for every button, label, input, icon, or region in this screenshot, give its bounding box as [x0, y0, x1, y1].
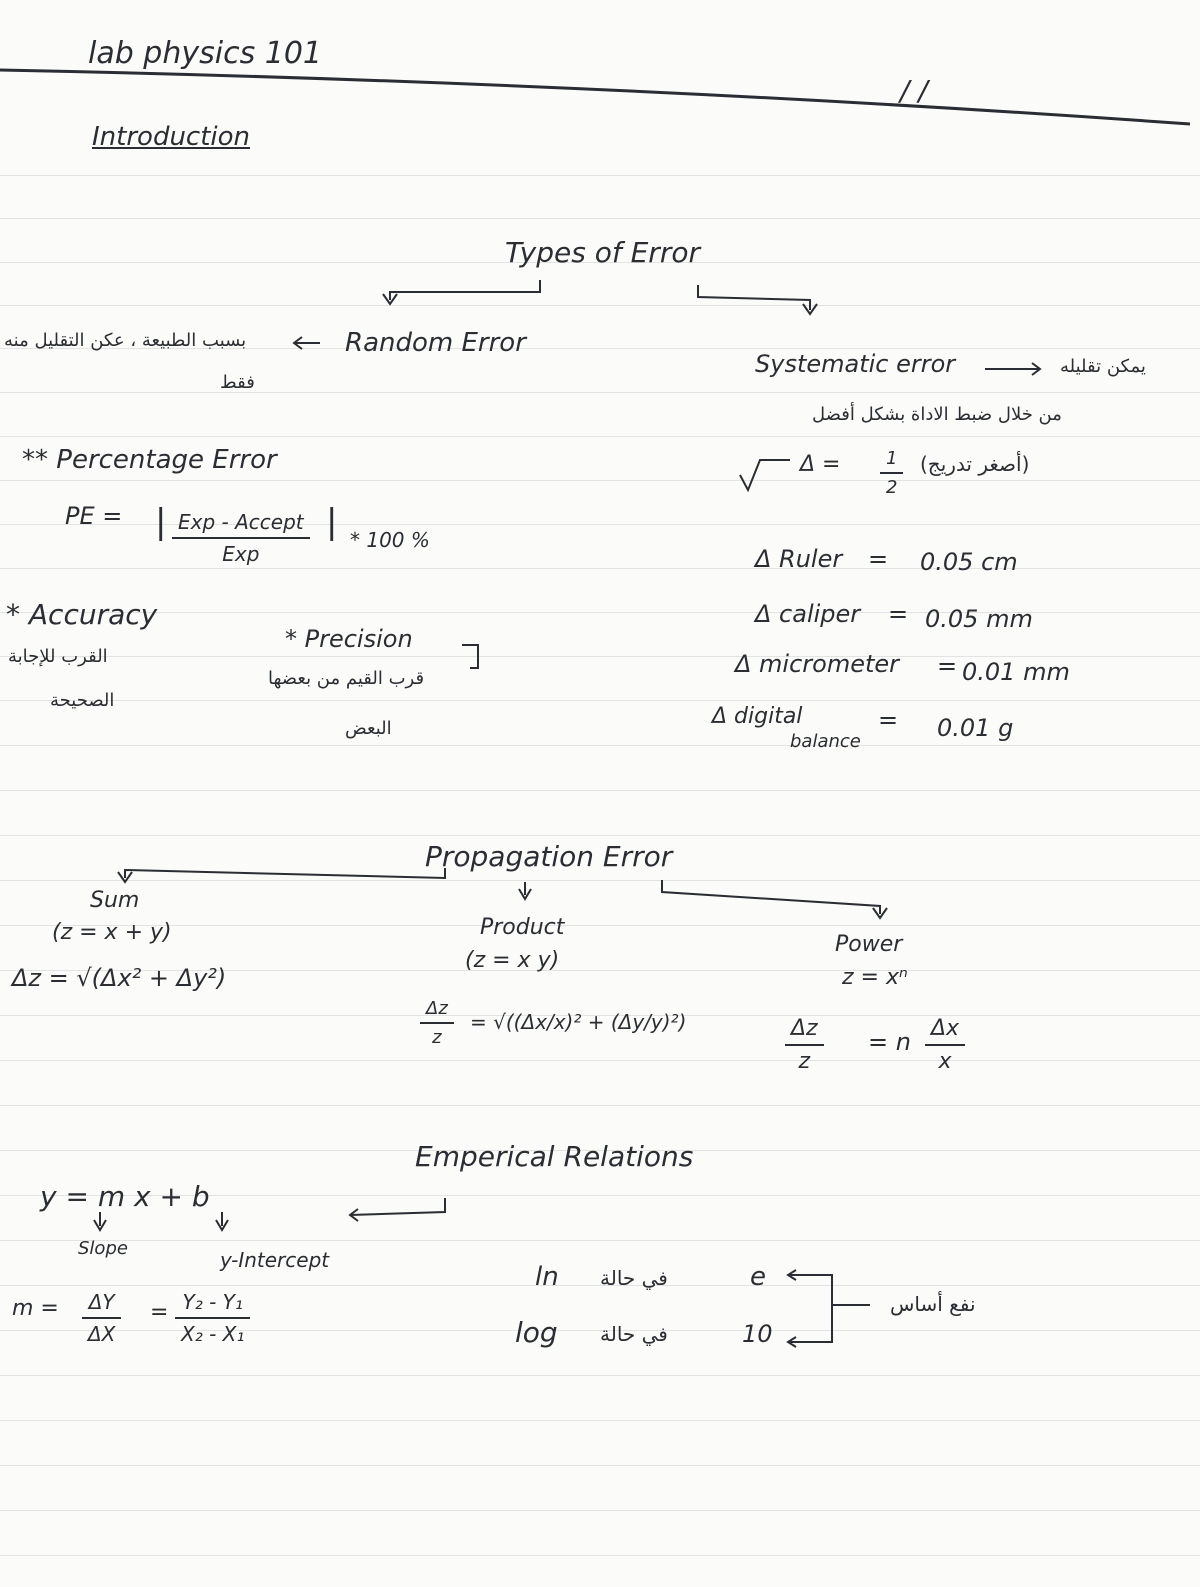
power-rhs-denominator: x: [938, 1049, 952, 1074]
pe-numerator: Exp - Accept: [178, 510, 304, 534]
random-error-label: Random Error: [345, 328, 526, 358]
pe-label: PE =: [65, 502, 123, 530]
log-base: 10: [742, 1320, 773, 1348]
introduction-heading: Introduction: [92, 122, 251, 152]
product-lhs-denominator: z: [432, 1027, 442, 1048]
accuracy-title: * Accuracy: [6, 598, 158, 631]
instrument-value: 0.01 mm: [962, 658, 1070, 686]
product-label: Product: [480, 915, 565, 940]
slope-fraction-2: Y₂ - Y₁ X₂ - X₁: [175, 1290, 251, 1346]
slope-equals: =: [150, 1300, 169, 1325]
base-arabic: نفع أساس: [890, 1292, 976, 1316]
precision-title: * Precision: [285, 625, 413, 653]
power-lhs-numerator: Δz: [791, 1016, 818, 1041]
power-mid: = n: [868, 1028, 911, 1056]
propagation-error-title: Propagation Error: [425, 840, 673, 873]
log-arabic: في حالة: [600, 1322, 668, 1346]
m-label: m =: [12, 1296, 59, 1321]
systematic-error-label: Systematic error: [755, 350, 956, 378]
course-title: lab physics 101: [88, 36, 322, 71]
equals-sign: =: [937, 652, 958, 680]
sum-relation: (z = x + y): [52, 920, 172, 945]
systematic-error-arabic-2: من خلال ضبط الاداة بشكل أفضل: [812, 404, 1062, 425]
ln-label: ln: [535, 1262, 559, 1292]
product-lhs-fraction: Δz z: [420, 998, 454, 1048]
product-formula: = √((Δx/x)² + (Δy/y)²): [470, 1010, 687, 1034]
pe-denominator: Exp: [222, 542, 260, 566]
linear-equation: y = m x + b: [40, 1180, 210, 1213]
abs-bar-left: |: [155, 502, 167, 542]
percentage-error-title: ** Percentage Error: [22, 445, 277, 475]
sum-formula: Δz = √(Δx² + Δy²): [12, 964, 227, 992]
power-rhs-fraction: Δx x: [925, 1016, 966, 1074]
pe-tail: * 100 %: [350, 528, 430, 552]
instrument-name: Δ Ruler: [755, 545, 843, 573]
power-lhs-fraction: Δz z: [785, 1016, 824, 1074]
power-rhs-numerator: Δx: [931, 1016, 960, 1041]
power-label: Power: [835, 932, 903, 957]
random-error-arabic: بسبب الطبيعة ، عكن التقليل منه: [4, 330, 247, 351]
systematic-error-arabic: يمكن تقليله: [1060, 356, 1146, 377]
sum-label: Sum: [90, 888, 140, 913]
power-lhs-denominator: z: [798, 1049, 811, 1074]
accuracy-arabic: القرب للإجابة: [8, 646, 108, 667]
half-denominator: 2: [886, 477, 898, 498]
ln-base: e: [750, 1262, 766, 1292]
slope-den-1: ΔX: [88, 1322, 116, 1346]
slope-label: Slope: [78, 1238, 128, 1259]
instrument-value: 0.05 mm: [925, 605, 1033, 633]
random-error-arabic-2: فقط: [220, 372, 255, 393]
ln-arabic: في حالة: [600, 1266, 668, 1290]
header-underline: [0, 68, 1191, 126]
instrument-name-2: balance: [790, 731, 861, 752]
types-of-error-title: Types of Error: [505, 236, 700, 269]
power-relation: z = xⁿ: [842, 965, 908, 990]
equals-sign: =: [888, 600, 909, 628]
product-lhs-numerator: Δz: [426, 998, 448, 1019]
empirical-relations-title: Emperical Relations: [415, 1140, 694, 1173]
slope-den-2: X₂ - X₁: [181, 1322, 245, 1346]
slope-num-1: ΔY: [88, 1290, 115, 1314]
delta-equals: Δ =: [800, 452, 841, 477]
accuracy-arabic-2: الصحيحة: [50, 690, 115, 711]
half-numerator: 1: [886, 448, 898, 469]
precision-arabic-2: البعض: [345, 718, 392, 739]
equals-sign: =: [868, 545, 889, 573]
pe-fraction: Exp - Accept Exp: [172, 510, 310, 566]
precision-arabic: قرب القيم من بعضها: [268, 668, 425, 689]
smallest-division-arabic: (أصغر تدريج): [920, 452, 1030, 476]
instrument-value: 0.01 g: [937, 714, 1014, 742]
slope-num-2: Y₂ - Y₁: [182, 1290, 243, 1314]
intercept-label: y-Intercept: [220, 1248, 330, 1272]
instrument-name: Δ digital: [712, 704, 803, 729]
equals-sign: =: [878, 706, 899, 734]
abs-bar-right: |: [326, 502, 338, 542]
slope-fraction-1: ΔY ΔX: [82, 1290, 122, 1346]
instrument-name: Δ caliper: [755, 600, 861, 628]
instrument-value: 0.05 cm: [920, 548, 1018, 576]
product-relation: (z = x y): [465, 948, 560, 973]
half-fraction: 1 2: [880, 448, 904, 498]
log-label: log: [515, 1316, 558, 1349]
instrument-name: Δ micrometer: [735, 650, 900, 678]
date-field: / /: [900, 74, 928, 107]
